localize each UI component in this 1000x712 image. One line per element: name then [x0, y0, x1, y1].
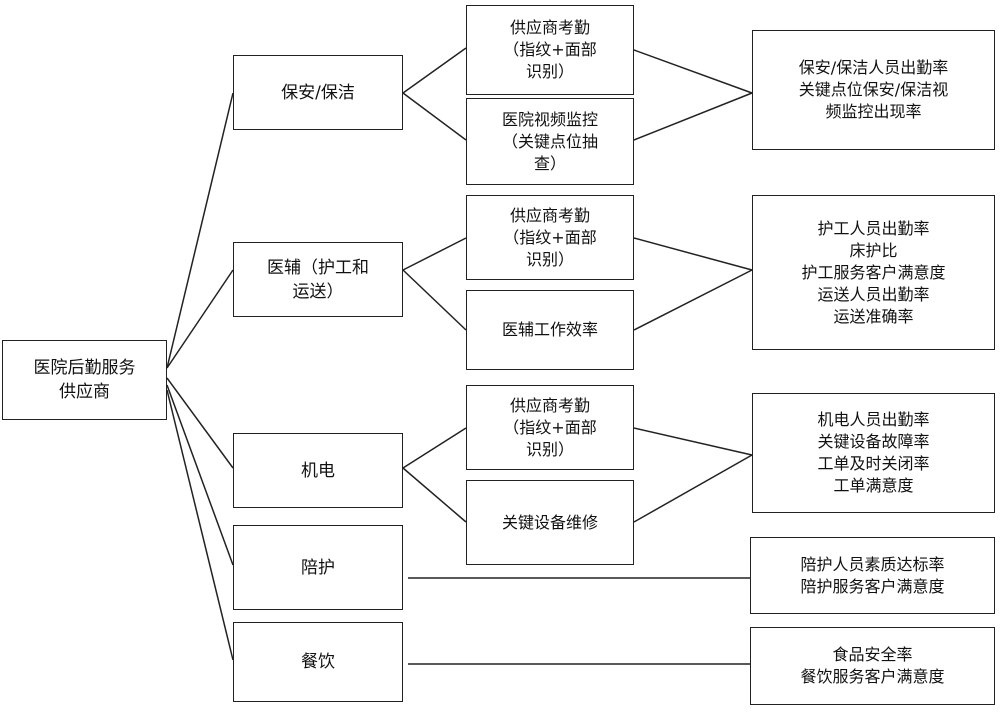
method-medical-attendance-label: 供应商考勤 （指纹+面部 识别） [503, 205, 597, 269]
edge-repair-mech-metrics [633, 454, 753, 523]
category-escort: 陪护 [233, 525, 403, 610]
edge-medical-attendance [402, 237, 467, 271]
metrics-catering: 食品安全率 餐饮服务客户满意度 [750, 627, 995, 705]
category-medical-label: 医辅（护工和 运送） [267, 257, 369, 302]
metrics-medical-label: 护工人员出勤率 床护比 护工服务客户满意度 运送人员出勤率 运送准确率 [801, 218, 946, 326]
metrics-security: 保安/保洁人员出勤率 关键点位保安/保洁视 频监控出现率 [752, 30, 995, 150]
method-security-attendance-label: 供应商考勤 （指纹+面部 识别） [503, 18, 597, 81]
method-security-video-label: 医院视频监控 （关键点位抽 查） [501, 109, 598, 173]
edge-security-attendance [402, 47, 467, 94]
metrics-catering-label: 食品安全率 餐饮服务客户满意度 [800, 645, 945, 686]
category-catering-label: 餐饮 [301, 652, 335, 672]
method-security-video: 医院视频监控 （关键点位抽 查） [466, 98, 634, 185]
edge-root-mech [166, 377, 234, 469]
method-mech-attendance-label: 供应商考勤 （指纹+面部 识别） [503, 395, 597, 459]
method-security-attendance: 供应商考勤 （指纹+面部 识别） [466, 5, 634, 95]
edge-efficiency-medical-metrics [633, 269, 753, 331]
metrics-escort-label: 陪护人员素质达标率 陪护服务客户满意度 [800, 554, 945, 596]
edge-root-medical [166, 269, 234, 369]
category-medical: 医辅（护工和 运送） [233, 242, 403, 317]
metrics-mech: 机电人员出勤率 关键设备故障率 工单及时关闭率 工单满意度 [752, 393, 995, 513]
category-security-label: 保安/保洁 [281, 82, 355, 103]
category-mech-label: 机电 [301, 460, 335, 481]
metrics-medical: 护工人员出勤率 床护比 护工服务客户满意度 运送人员出勤率 运送准确率 [752, 195, 995, 350]
edge-attendance-mech-metrics [633, 427, 753, 456]
method-mech-repair: 关键设备维修 [466, 480, 634, 565]
method-medical-attendance: 供应商考勤 （指纹+面部 识别） [466, 195, 634, 280]
edge-root-catering [166, 389, 234, 661]
category-security: 保安/保洁 [233, 55, 403, 130]
root-label: 医院后勤服务 供应商 [33, 358, 136, 402]
method-medical-efficiency: 医辅工作效率 [466, 290, 634, 370]
metrics-escort: 陪护人员素质达标率 陪护服务客户满意度 [750, 537, 995, 614]
category-mech: 机电 [233, 433, 403, 508]
edge-root-escort [166, 384, 234, 566]
method-mech-repair-label: 关键设备维修 [501, 512, 598, 532]
method-mech-attendance: 供应商考勤 （指纹+面部 识别） [466, 385, 634, 470]
edge-medical-efficiency [402, 269, 467, 331]
metrics-mech-label: 机电人员出勤率 关键设备故障率 工单及时关闭率 工单满意度 [817, 410, 930, 495]
category-catering: 餐饮 [233, 622, 403, 702]
root-node: 医院后勤服务 供应商 [2, 340, 167, 420]
edge-video-security-metrics [633, 92, 753, 141]
edge-attendance-medical-metrics [633, 237, 753, 271]
metrics-security-label: 保安/保洁人员出勤率 关键点位保安/保洁视 频监控出现率 [798, 58, 949, 121]
edge-attendance-security-metrics [633, 49, 753, 94]
edge-mech-attendance [402, 427, 467, 469]
edge-mech-repair [402, 467, 467, 523]
edge-security-video [402, 92, 467, 141]
method-medical-efficiency-label: 医辅工作效率 [501, 320, 598, 339]
edge-root-security [166, 92, 234, 369]
category-escort-label: 陪护 [301, 557, 335, 578]
